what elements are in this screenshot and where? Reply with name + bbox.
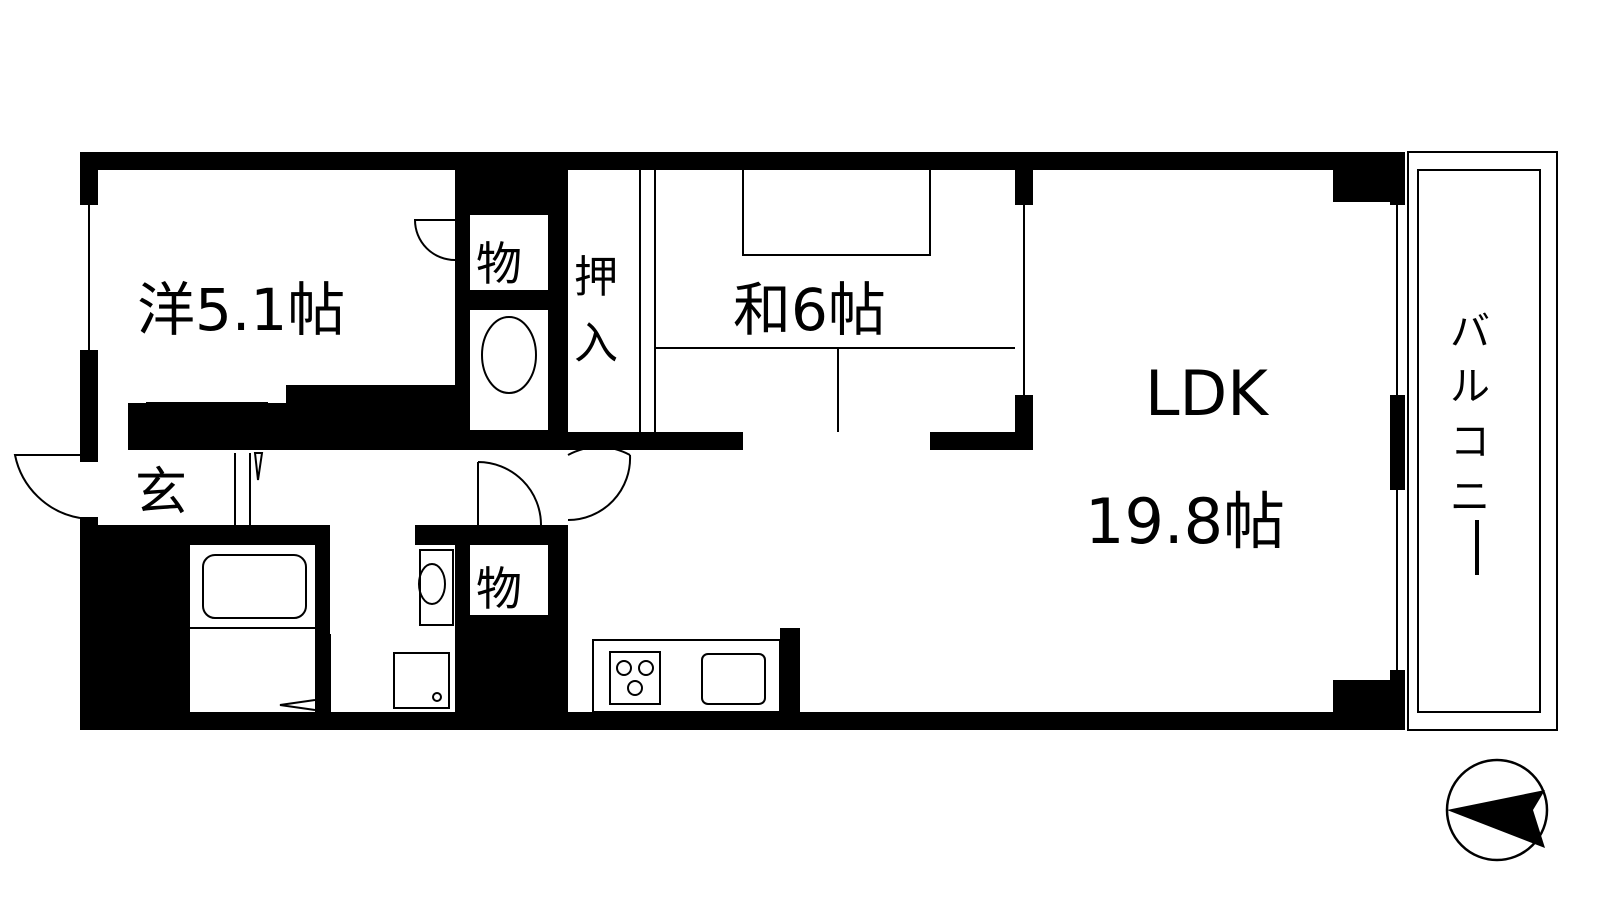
- balcony: [1407, 151, 1558, 731]
- svg-text:バ: バ: [1450, 309, 1490, 355]
- storage-top: [470, 215, 548, 290]
- kitchen-counter: [592, 639, 781, 713]
- western-room: [98, 170, 455, 385]
- sink-icon: [701, 653, 766, 705]
- door-ldk[interactable]: [567, 446, 632, 522]
- storage-bottom: [470, 545, 548, 615]
- ldk-label: LDK: [1145, 357, 1269, 430]
- washroom: [330, 545, 455, 712]
- washing-machine-space: [393, 652, 450, 709]
- svg-text:コ: コ: [1450, 419, 1490, 465]
- ldk-size-label: 19.8帖: [1085, 485, 1285, 558]
- door-western[interactable]: [413, 219, 456, 261]
- japanese-room-label: 和6帖: [733, 276, 886, 344]
- svg-text:ル: ル: [1450, 364, 1490, 410]
- japanese-room: [568, 170, 1015, 432]
- toilet-icon: [481, 316, 537, 394]
- entrance-door[interactable]: [13, 454, 98, 519]
- storage-bottom-label: 物: [476, 562, 522, 616]
- shoe-box-label: 下足箱: [165, 406, 228, 430]
- door-storage[interactable]: [477, 461, 542, 526]
- storage-top-label: 物: [476, 237, 522, 291]
- closet-label-1: 押: [574, 252, 618, 303]
- balcony-label: バ ル コ ニ: [1450, 309, 1490, 575]
- svg-text:ニ: ニ: [1450, 474, 1490, 520]
- entrance-label: 玄: [135, 463, 187, 523]
- closet-label-2: 入: [574, 318, 618, 369]
- washbasin-icon: [419, 549, 454, 626]
- toilet-room: [470, 310, 548, 430]
- western-room-label: 洋5.1帖: [137, 276, 345, 344]
- bathtub-icon: [202, 554, 307, 619]
- ldk-room: [1033, 170, 1390, 712]
- stove-icon: [609, 651, 661, 705]
- compass-north-arrow-icon: [1445, 758, 1549, 862]
